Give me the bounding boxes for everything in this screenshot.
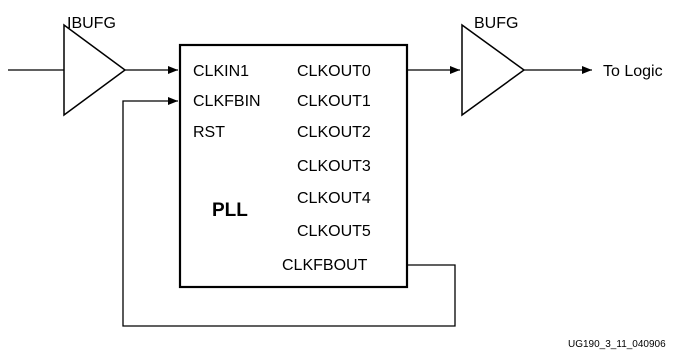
- ibufg-buffer: [63, 23, 127, 117]
- pll-input-clkin1: CLKIN1: [193, 63, 249, 80]
- pll-title: PLL: [212, 200, 248, 221]
- bufg-label: BUFG: [474, 15, 518, 32]
- pll-output-clkout4: CLKOUT4: [297, 190, 371, 207]
- pll-output-clkout3: CLKOUT3: [297, 158, 371, 175]
- to-logic-label: To Logic: [603, 63, 663, 80]
- pll-block: [178, 43, 409, 289]
- feedback-loop-wire: [122, 97, 456, 327]
- pll-output-clkfbout: CLKFBOUT: [282, 257, 368, 274]
- pll-output-clkout0: CLKOUT0: [297, 63, 371, 80]
- pll-output-clkout2: CLKOUT2: [297, 124, 371, 141]
- pll-input-clkfbin: CLKFBIN: [193, 93, 261, 110]
- pll-output-clkout1: CLKOUT1: [297, 93, 371, 110]
- pll-input-rst: RST: [193, 124, 225, 141]
- bufg-buffer: [461, 23, 526, 117]
- ibufg-label: IBUFG: [67, 15, 116, 32]
- pll-output-clkout5: CLKOUT5: [297, 223, 371, 240]
- figure-id: UG190_3_11_040906: [568, 339, 666, 350]
